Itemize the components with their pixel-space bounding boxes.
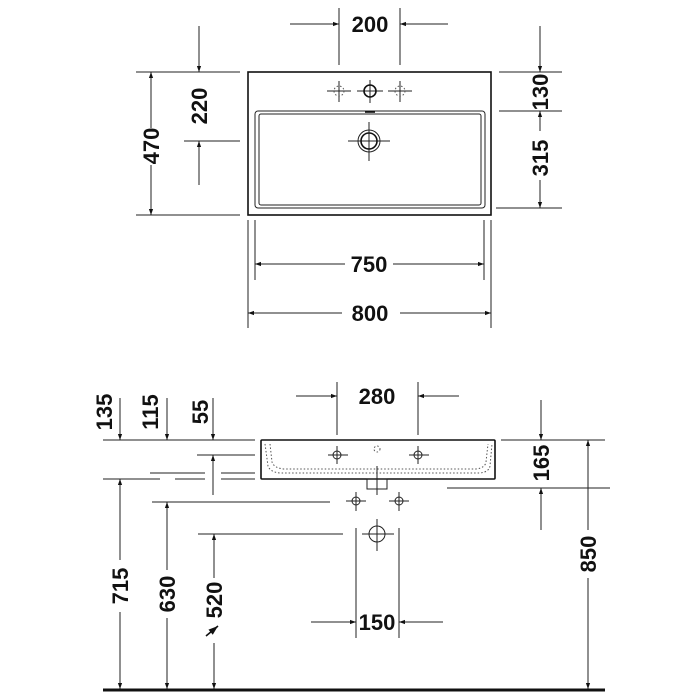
tap-hole-right-icon [388,81,412,102]
bowl-inner-outline [258,113,482,206]
waste-outlet-icon [362,519,394,551]
tap-mark-left-icon [328,446,348,464]
dim-850: 850 [576,536,601,573]
dim-715: 715 [108,568,133,605]
basin-outline-top [247,71,492,216]
bowl-outline [254,110,486,209]
dim-750: 750 [351,252,388,277]
overflow-hole-icon [373,445,381,453]
dim-315: 315 [528,140,553,177]
dim-520: 520 [202,582,227,619]
approx-arrow-icon [205,625,219,637]
dim-630: 630 [155,576,180,613]
tap-mark-right-icon [409,446,429,464]
dim-115: 115 [138,394,163,430]
dim-150: 150 [359,610,396,635]
supply-right-icon [389,492,409,511]
dim-130: 130 [528,74,553,111]
dim-220: 220 [187,88,212,125]
dim-55: 55 [188,400,213,424]
dim-135: 135 [92,394,117,431]
dim-800: 800 [352,301,389,326]
dim-280: 280 [359,384,396,409]
dim-165: 165 [529,445,554,482]
tap-hole-left-icon [327,81,351,102]
dim-200: 200 [352,12,389,37]
drain-icon [348,122,390,161]
basin-inner-profile [264,443,493,474]
top-view: 200 470 220 130 315 750 800 [136,8,562,328]
tap-hole-center-icon [357,80,383,103]
supply-left-icon [346,492,366,511]
dim-470: 470 [139,128,164,165]
front-view: 280 135 115 55 715 630 520 [92,382,610,692]
